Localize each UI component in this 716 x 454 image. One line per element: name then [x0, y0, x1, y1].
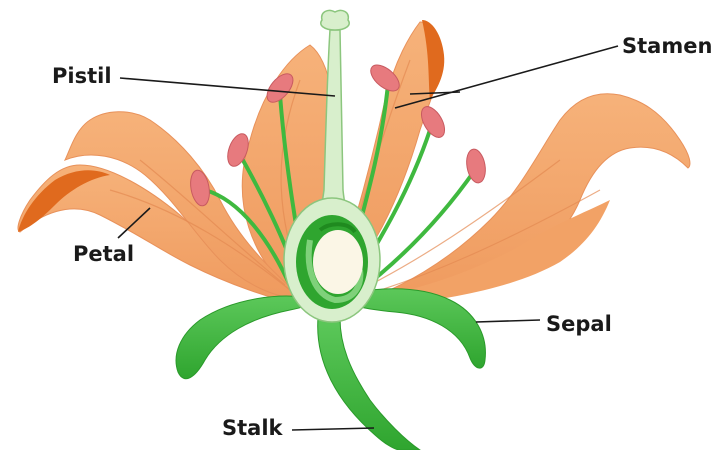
pistil-stigma — [321, 10, 349, 30]
ovule — [313, 230, 363, 294]
sepal-left — [176, 296, 320, 379]
label-stalk: Stalk — [222, 418, 283, 439]
label-petal: Petal — [73, 244, 134, 265]
label-sepal: Sepal — [546, 314, 612, 335]
stalk-leader — [292, 428, 374, 430]
label-stamen: Stamen — [622, 36, 712, 57]
stalk-shape — [318, 318, 420, 450]
label-pistil: Pistil — [52, 66, 112, 87]
sepal-leader — [476, 320, 540, 322]
